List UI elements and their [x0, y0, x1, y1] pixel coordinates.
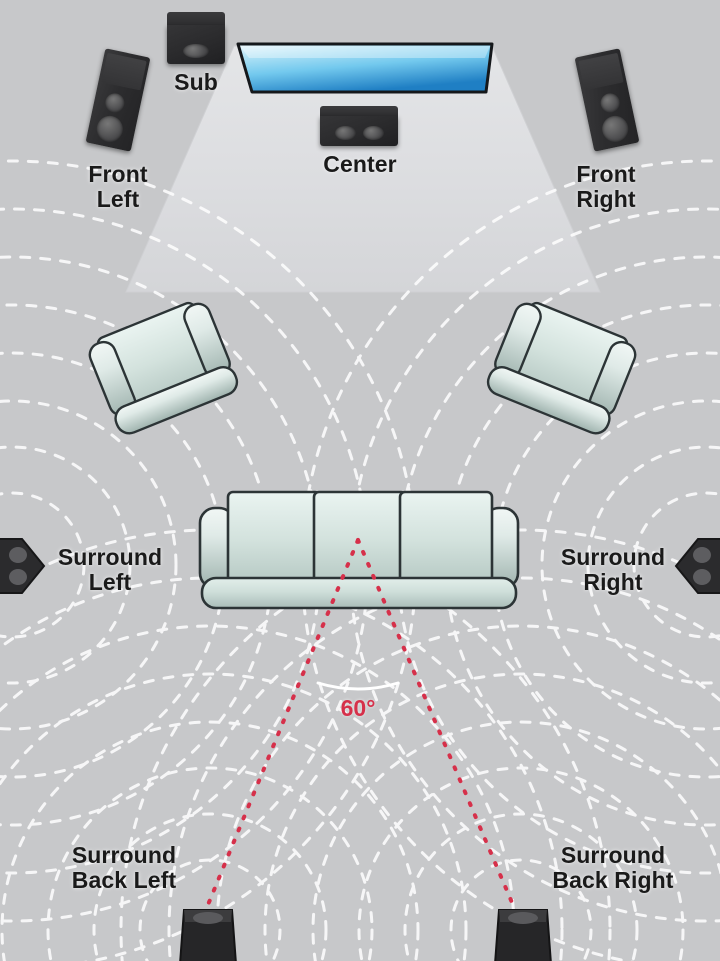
- three-seat-sofa: [198, 490, 520, 610]
- subwoofer-box-icon[interactable]: [167, 12, 225, 64]
- listening-angle-lines: [203, 538, 518, 914]
- surround-right-speaker-icon[interactable]: [672, 533, 720, 599]
- angle-arc: [316, 681, 400, 691]
- television-screen: [236, 42, 494, 94]
- armchair-left: [88, 301, 239, 435]
- label-front-right: Front Right: [576, 161, 636, 212]
- label-sub: Sub: [174, 69, 218, 95]
- surround-back-left-speaker-icon[interactable]: [178, 906, 242, 961]
- label-surround-back-left: Surround Back Left: [71, 842, 177, 893]
- label-front-left: Front Left: [88, 161, 148, 212]
- center-speaker-icon[interactable]: [320, 106, 398, 146]
- armchair-right: [486, 301, 637, 435]
- label-surround-back-right: Surround Back Right: [552, 842, 674, 893]
- label-surround-left: Surround Left: [57, 544, 163, 595]
- surround-left-speaker-icon[interactable]: [0, 533, 48, 599]
- surround-back-right-speaker-icon[interactable]: [489, 906, 553, 961]
- angle-label: 60°: [340, 695, 376, 721]
- label-surround-right: Surround Right: [560, 544, 666, 595]
- label-center: Center: [323, 151, 397, 177]
